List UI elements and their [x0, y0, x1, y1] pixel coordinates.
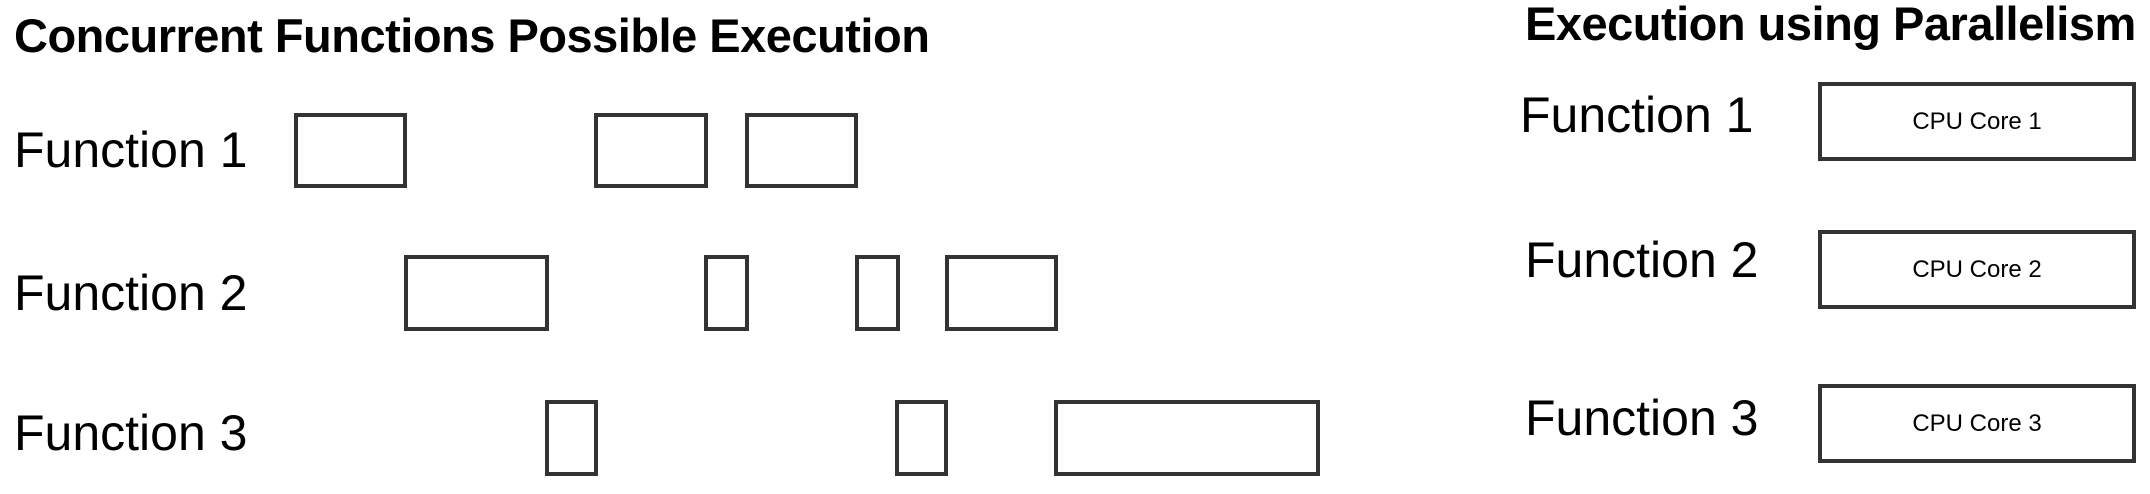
function-1-exec-block — [594, 113, 708, 188]
function-1-exec-block — [294, 113, 407, 188]
parallel-function-1-label: Function 1 — [1520, 87, 1754, 143]
parallel-function-2-label: Function 2 — [1525, 232, 1759, 288]
cpu-core-1-label: CPU Core 1 — [1912, 107, 2042, 135]
concurrent-function-1-label: Function 1 — [14, 122, 248, 178]
cpu-core-2-label: CPU Core 2 — [1912, 255, 2042, 283]
cpu-core-1-box: CPU Core 1 — [1818, 82, 2136, 161]
function-2-exec-block — [404, 255, 549, 331]
function-2-exec-block — [704, 255, 749, 331]
cpu-core-3-box: CPU Core 3 — [1818, 384, 2136, 463]
function-2-exec-block — [945, 255, 1058, 331]
cpu-core-3-label: CPU Core 3 — [1912, 409, 2042, 437]
function-3-exec-block — [895, 400, 948, 476]
concurrent-function-2-label: Function 2 — [14, 265, 248, 321]
function-2-exec-block — [855, 255, 900, 331]
function-3-exec-block — [545, 400, 598, 476]
concurrent-function-3-label: Function 3 — [14, 405, 248, 461]
concurrent-title: Concurrent Functions Possible Execution — [14, 9, 930, 62]
function-1-exec-block — [745, 113, 858, 188]
function-3-exec-block — [1054, 400, 1320, 476]
parallel-title: Execution using Parallelism — [1525, 0, 2136, 50]
parallel-function-3-label: Function 3 — [1525, 390, 1759, 446]
cpu-core-2-box: CPU Core 2 — [1818, 230, 2136, 309]
